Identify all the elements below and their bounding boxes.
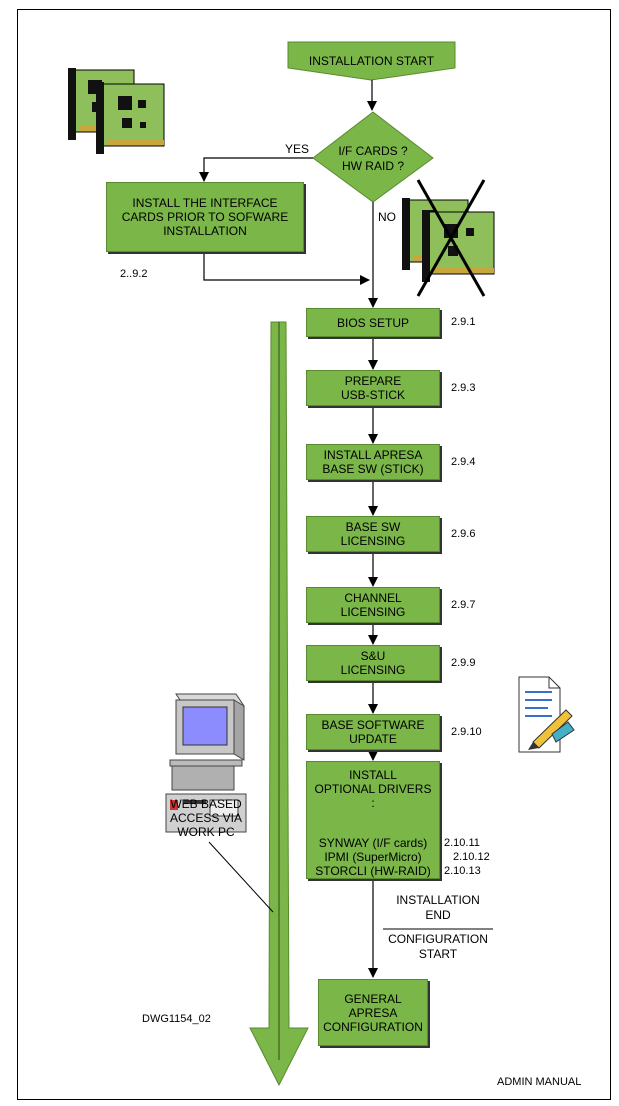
step-base-software-update: BASE SOFTWARE UPDATE: [306, 714, 440, 750]
driver-item: IPMI (SuperMicro): [324, 850, 422, 864]
interface-cards-icon: [68, 68, 165, 154]
step-base-sw-licensing: BASE SW LICENSING: [306, 516, 440, 552]
step-install-base-sw: INSTALL APRESA BASE SW (STICK): [306, 444, 440, 480]
step-ref: 2.9.1: [451, 316, 476, 328]
decision-label: I/F CARDS ? HW RAID ?: [338, 144, 408, 173]
no-label: NO: [378, 210, 396, 224]
start-shape: [287, 41, 456, 81]
document-icon: [518, 676, 575, 753]
diagram-frame: [17, 9, 611, 1100]
step-ref: 2.9.9: [451, 657, 476, 669]
driver-ref: 2.10.12: [453, 851, 490, 863]
step-channel-licensing: CHANNEL LICENSING: [306, 587, 440, 623]
step-su-licensing: S&U LICENSING: [306, 645, 440, 681]
admin-manual-label: ADMIN MANUAL: [497, 1076, 582, 1088]
install-cards-box: INSTALL THE INTERFACE CARDS PRIOR TO SOF…: [106, 182, 304, 252]
step-ref: 2.9.4: [451, 456, 476, 468]
drivers-heading: INSTALL OPTIONAL DRIVERS :: [314, 768, 432, 810]
driver-item: SYNWAY (I/F cards): [318, 836, 428, 850]
step-ref: 2.9.3: [451, 382, 476, 394]
step-install-optional-drivers: INSTALL OPTIONAL DRIVERS : SYNWAY (I/F c…: [306, 761, 440, 879]
step-ref: 2.9.6: [451, 528, 476, 540]
crossed-out-cards-icon: [402, 179, 495, 297]
installation-end-label: INSTALLATION END: [396, 893, 480, 922]
driver-ref: 2.10.11: [444, 837, 480, 849]
driver-item: STORCLI (HW-RAID): [315, 864, 431, 878]
step-ref: 2.9.10: [451, 726, 482, 738]
web-access-label: WEB BASED ACCESS VIA WORK PC: [169, 797, 243, 839]
step-prepare-usb: PREPARE USB-STICK: [306, 370, 440, 406]
step-general-apresa-configuration: GENERAL APRESA CONFIGURATION: [318, 979, 428, 1046]
driver-ref: 2.10.13: [444, 865, 481, 877]
install-cards-ref: 2..9.2: [120, 268, 148, 280]
step-bios-setup: BIOS SETUP: [306, 308, 440, 337]
start-label: INSTALLATION START: [308, 54, 435, 68]
drawing-id: DWG1154_02: [142, 1013, 211, 1025]
configuration-start-label: CONFIGURATION START: [388, 932, 488, 961]
yes-label: YES: [285, 142, 310, 156]
step-ref: 2.9.7: [451, 599, 476, 611]
computer-icon: [165, 693, 247, 833]
